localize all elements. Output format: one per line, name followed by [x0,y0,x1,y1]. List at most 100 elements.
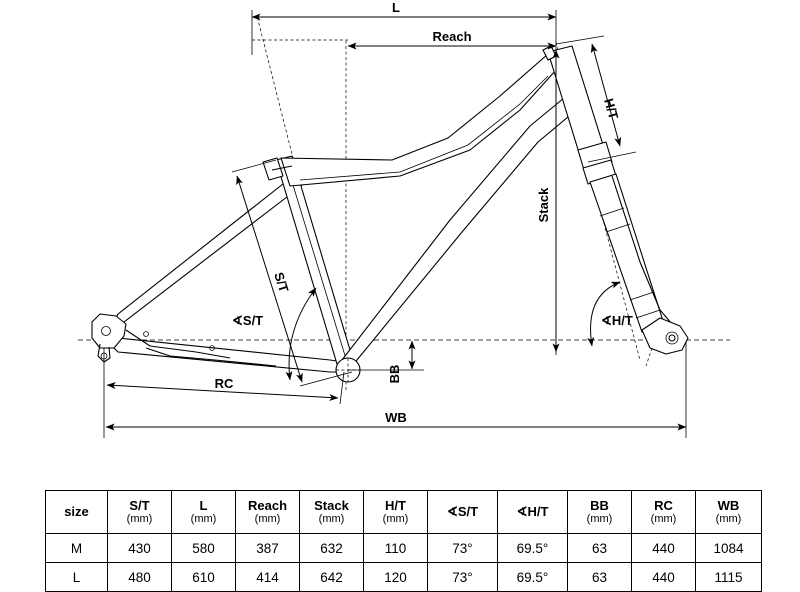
th-reach: Reach (mm) [235,490,300,534]
th-ht-unit: (mm) [382,512,409,525]
seat-tube [275,155,357,375]
th-l: L (mm) [171,490,236,534]
cell-wb: 1084 [695,533,762,563]
th-bb-main: BB [590,497,609,513]
th-size-main: size [64,503,89,519]
rear-axle [101,326,111,336]
head-tube-group [542,45,617,185]
th-bb: BB (mm) [567,490,632,534]
brake-bridge [125,329,231,359]
rear-dropout [91,313,127,349]
cell-ht: 120 [363,562,428,592]
rc-dimension-line [106,381,339,402]
th-st-main: S/T [129,497,150,513]
table-header-row: size S/T (mm) L (mm) Reach (mm) [45,490,762,534]
derailleur-hanger [97,343,111,363]
hanger-hole [100,352,108,360]
fork-leg-rear [589,173,665,333]
dimension-BB: BB [348,340,424,384]
cell-l: 580 [171,533,236,563]
geometry-table: size S/T (mm) L (mm) Reach (mm) [45,490,762,592]
cell-bb: 63 [567,533,632,563]
th-size: size [45,490,108,534]
cell-bb: 63 [567,562,632,592]
cell-size: L [45,562,108,592]
th-ht-angle: ∢H/T [497,490,568,534]
rear-mount-1 [143,331,149,337]
th-stack: Stack (mm) [299,490,364,534]
cell-ht: 110 [363,533,428,563]
th-st-angle-main: ∢S/T [446,503,479,519]
geometry-table-container: size S/T (mm) L (mm) Reach (mm) [45,490,762,592]
fork-brace-2 [605,223,631,233]
th-rc: RC (mm) [631,490,696,534]
bb-dimension-label: BB [387,365,402,384]
ht-dimension-label: H/T [601,97,621,121]
dimension-L: L [251,0,557,21]
top-tube-inner [299,75,549,181]
th-ht-main: H/T [385,497,406,513]
th-reach-unit: (mm) [254,512,281,525]
cell-stack: 632 [299,533,364,563]
dimension-Reach: Reach [347,29,557,50]
dimension-WB: WB [105,410,687,431]
fork-brace-4 [635,309,661,319]
fork-leg-front [611,175,673,325]
cell-stack: 642 [299,562,364,592]
table-row: L 480 610 414 642 120 73° 69.5° 63 440 1… [45,562,762,592]
th-l-main: L [199,497,208,513]
th-st: S/T (mm) [107,490,172,534]
main-triangle [262,53,575,375]
chain-stay [111,337,345,373]
front-axle-inner [668,334,676,342]
rc-ext-bb [339,371,345,405]
cell-st-angle: 73° [427,533,498,563]
cell-st-angle: 73° [427,562,498,592]
fork-brace-3 [629,291,655,301]
angle-HT: ∢H/T [587,281,633,347]
front-dropout [641,317,689,355]
seat-stay [109,171,307,331]
cell-l: 610 [171,562,236,592]
ht-ext-bottom [587,151,637,163]
th-ht: H/T (mm) [363,490,428,534]
th-stack-unit: (mm) [318,512,345,525]
angle-ST: ∢S/T [232,287,317,381]
th-stack-main: Stack [314,497,349,513]
stack-dimension-label: Stack [536,187,551,222]
th-l-unit: (mm) [190,512,217,525]
ht-angle-arc [587,281,621,347]
fork-group [589,173,689,367]
th-wb: WB (mm) [695,490,762,534]
th-rc-unit: (mm) [650,512,677,525]
dimension-Stack: Stack [536,49,560,353]
cell-rc: 440 [631,562,696,592]
ht-ext-top [555,35,605,45]
cell-wb: 1115 [695,562,762,592]
fork-offset-line [645,347,653,367]
th-st-angle: ∢S/T [427,490,498,534]
fork-brace-1 [599,207,625,217]
th-st-unit: (mm) [126,512,153,525]
th-reach-main: Reach [247,497,288,513]
ht-angle-label: ∢H/T [601,313,633,328]
th-bb-unit: (mm) [586,512,613,525]
th-rc-main: RC [654,497,673,513]
st-angle-label: ∢S/T [232,313,263,328]
ht-dimension-line [590,43,622,147]
seat-cluster [271,165,293,171]
frame-geometry-drawing: L Reach H/T Stack S/T ∢S/T [78,0,730,438]
cell-reach: 414 [235,562,300,592]
l-dimension-label: L [392,0,400,15]
cell-ht-angle: 69.5° [497,562,568,592]
cell-ht-angle: 69.5° [497,533,568,563]
rear-mount-2 [209,345,215,351]
th-wb-main: WB [717,497,740,513]
st-ext-top [231,159,277,173]
reach-dimension-label: Reach [432,29,471,44]
th-ht-angle-main: ∢H/T [516,503,549,519]
wb-dimension-label: WB [385,410,407,425]
front-axle-outer [665,331,679,345]
cell-st: 480 [107,562,172,592]
